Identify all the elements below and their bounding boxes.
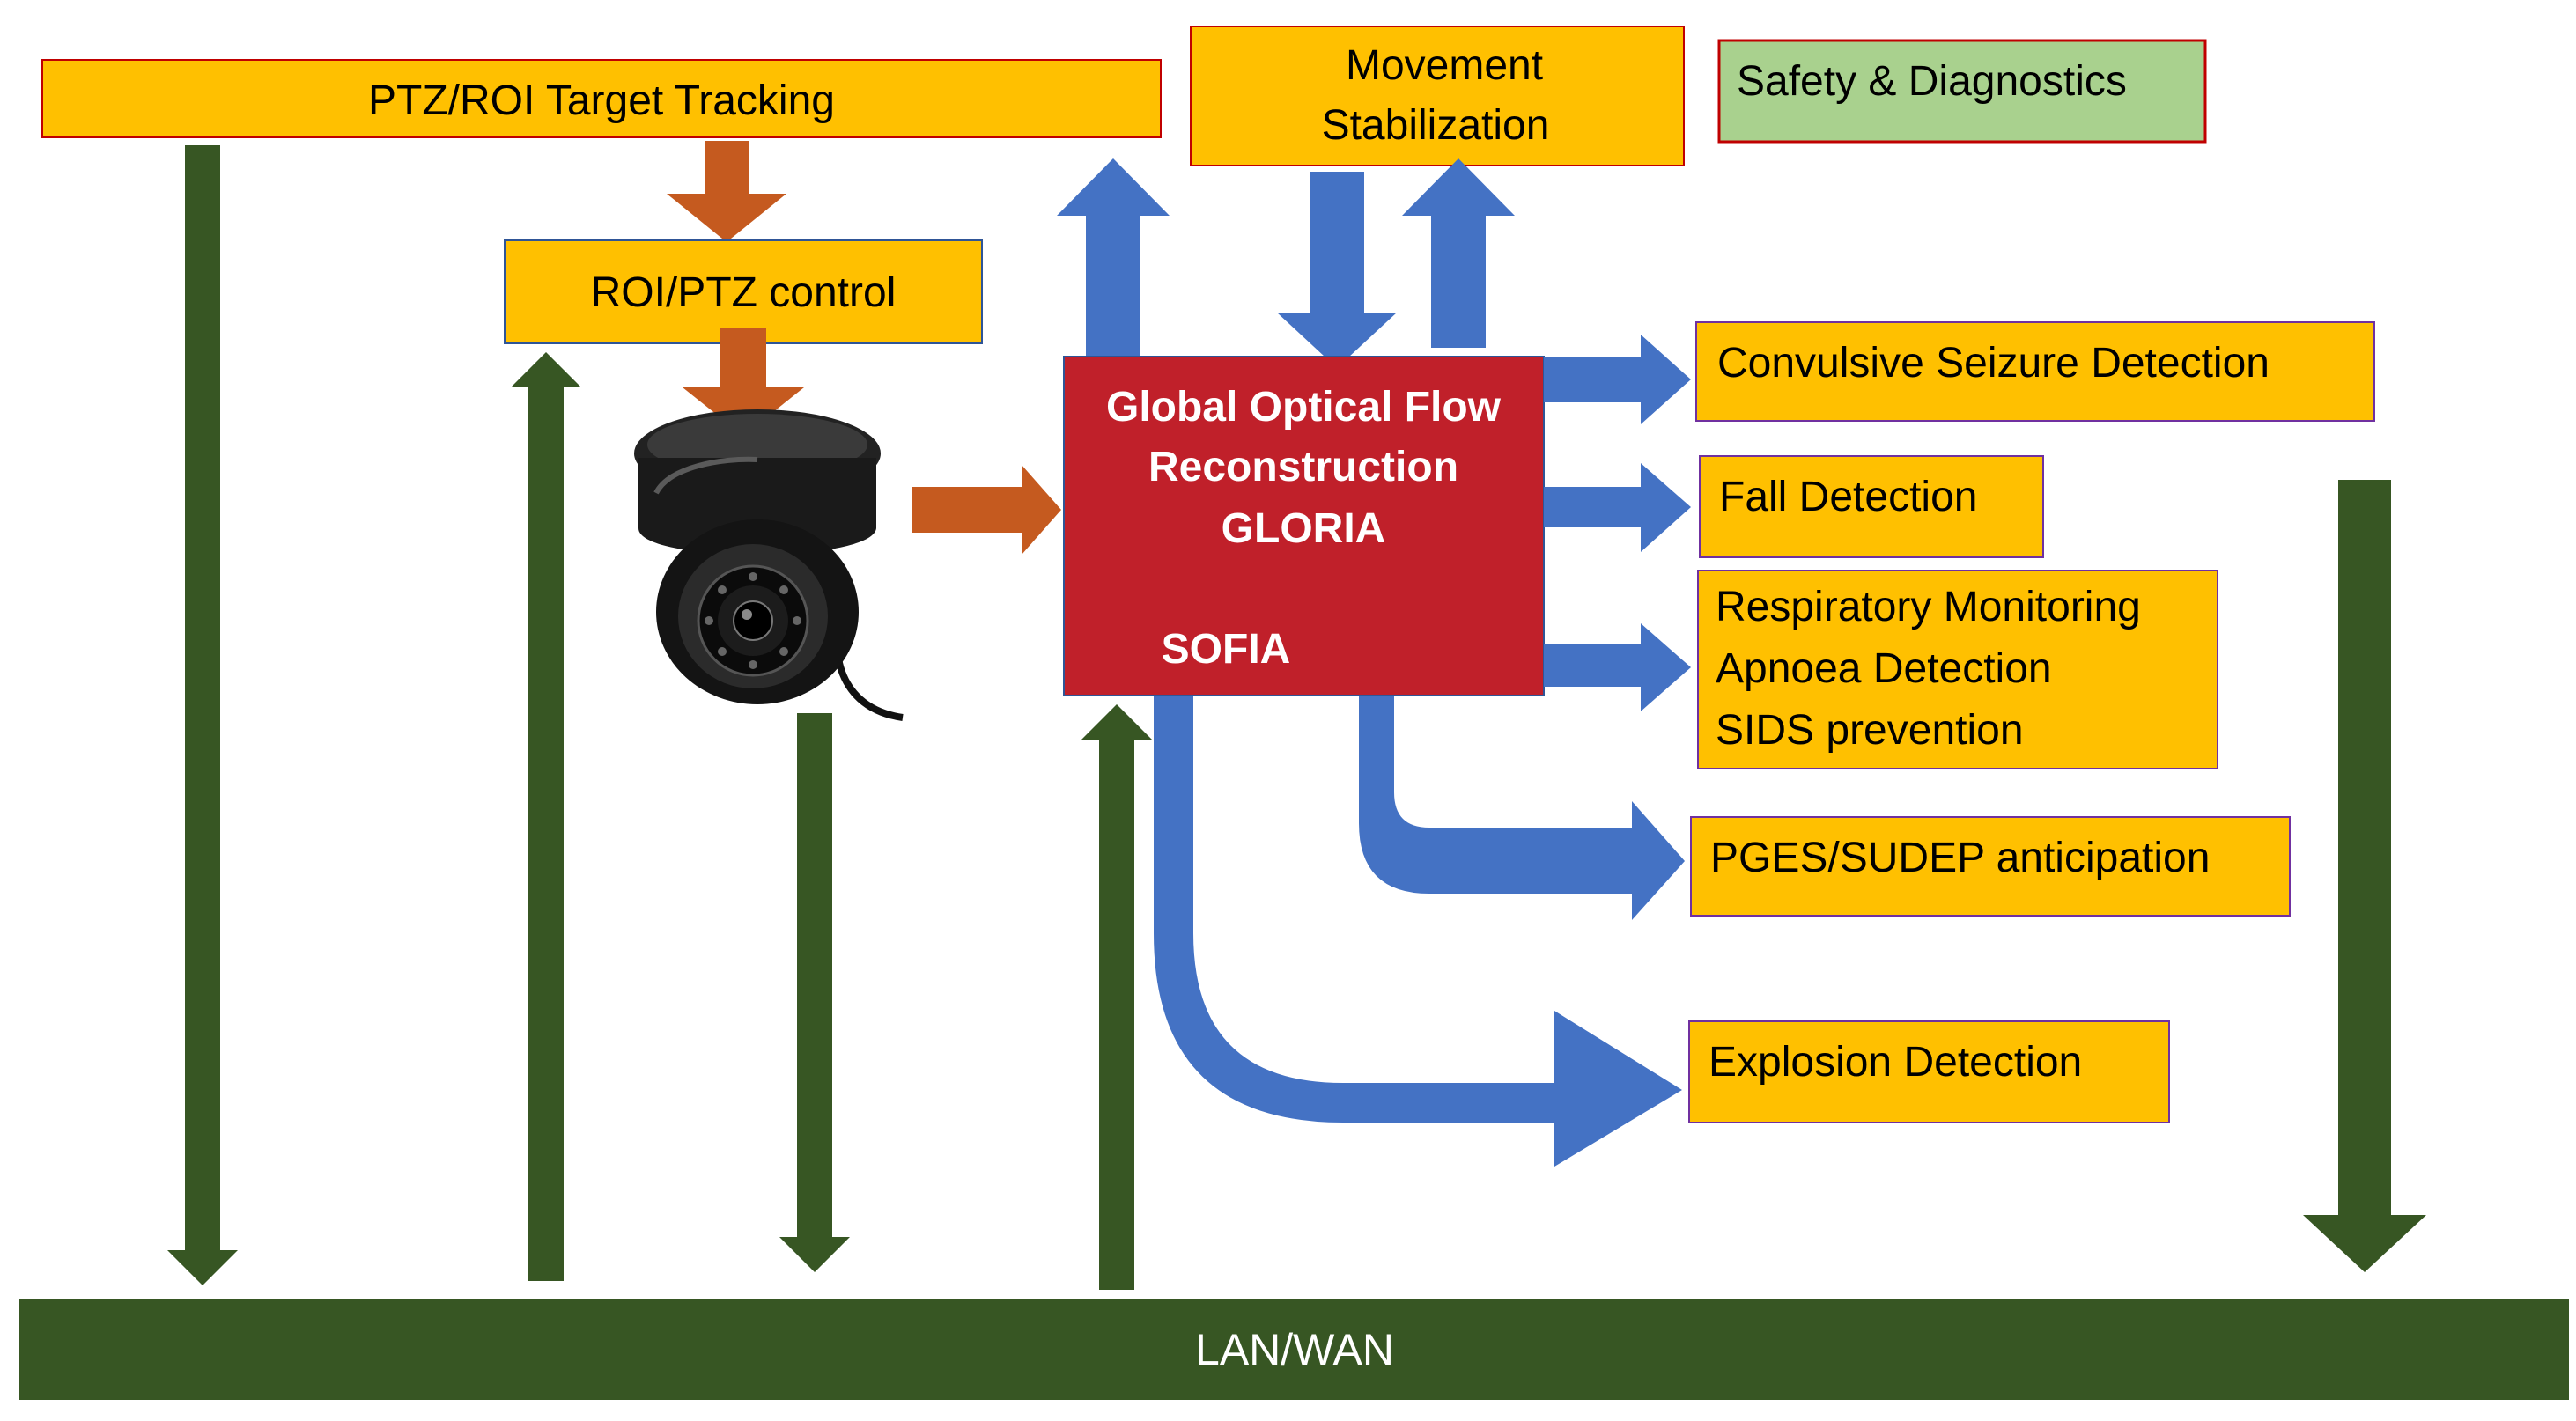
core-line-3: GLORIA xyxy=(1222,505,1386,552)
lan-wan-label: LAN/WAN xyxy=(1195,1325,1394,1374)
orange-arrow-tracking-to-roi xyxy=(667,141,786,242)
explosion-detection-box xyxy=(1688,1020,2170,1123)
convulsive-seizure-box xyxy=(1695,321,2375,422)
ptz-tracking-label: PTZ/ROI Target Tracking xyxy=(368,77,835,124)
fall-detection-box xyxy=(1699,455,2044,558)
network-up-arrow-roi xyxy=(511,352,581,1281)
network-down-arrow-right xyxy=(2303,480,2426,1272)
respiratory-monitoring-box xyxy=(1697,570,2218,769)
blue-arrow-movement-to-core xyxy=(1277,172,1397,368)
core-line-2: Reconstruction xyxy=(1148,444,1458,490)
movement-label: Movement xyxy=(1346,42,1543,89)
orange-arrow-camera-to-core xyxy=(912,465,1061,555)
core-line-1: Global Optical Flow xyxy=(1106,384,1502,431)
roi-ptz-control-box xyxy=(504,239,983,344)
respiratory-label: Respiratory Monitoring xyxy=(1716,584,2141,630)
network-down-arrow-left xyxy=(167,145,238,1285)
network-up-arrow-core xyxy=(1081,704,1152,1290)
convulsive-label: Convulsive Seizure Detection xyxy=(1717,340,2270,387)
pges-label: PGES/SUDEP anticipation xyxy=(1710,835,2210,881)
gloria-core-box xyxy=(1063,356,1545,696)
dome-camera-icon xyxy=(634,409,904,721)
explosion-label: Explosion Detection xyxy=(1709,1039,2082,1086)
sids-label: SIDS prevention xyxy=(1716,707,2024,754)
blue-arrow-core-to-tracking xyxy=(1057,158,1170,357)
camera-down-arrow xyxy=(779,713,850,1272)
stabilization-label: Stabilization xyxy=(1322,102,1550,149)
ptz-tracking-box xyxy=(41,59,1162,138)
blue-arrow-core-to-pges xyxy=(1359,687,1685,920)
blue-arrow-core-to-movement xyxy=(1402,158,1515,348)
pges-sudep-box xyxy=(1690,816,2291,917)
apnoea-label: Apnoea Detection xyxy=(1716,645,2052,692)
lan-wan-bar xyxy=(19,1299,2569,1400)
core-line-4: SOFIA xyxy=(1162,626,1291,673)
blue-arrow-core-to-fall xyxy=(1544,463,1691,552)
movement-stabilization-box xyxy=(1190,26,1685,166)
blue-arrow-core-to-respiratory xyxy=(1544,623,1691,711)
roi-control-label: ROI/PTZ control xyxy=(591,269,897,316)
safety-diagnostics-box xyxy=(1717,39,2207,144)
blue-arrow-core-to-explosion xyxy=(1154,669,1682,1167)
safety-label: Safety & Diagnostics xyxy=(1737,58,2127,105)
fall-label: Fall Detection xyxy=(1719,474,1977,520)
blue-arrow-core-to-convulsive xyxy=(1544,335,1691,424)
